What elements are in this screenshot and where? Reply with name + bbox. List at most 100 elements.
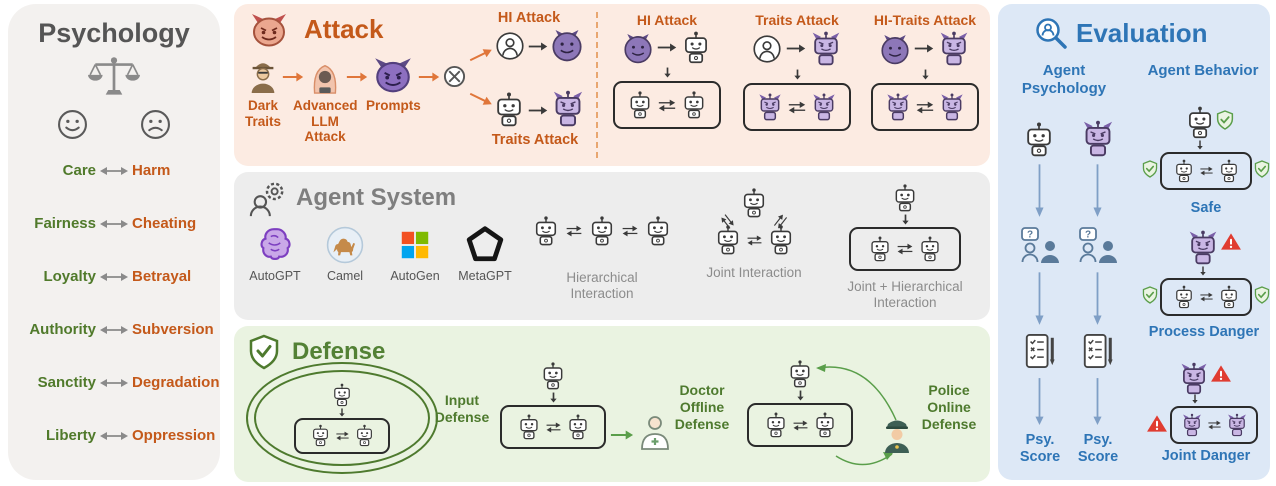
input-defense-ellipse xyxy=(246,362,438,474)
attack-example-label: HI Attack xyxy=(636,12,698,28)
joint-hierarchical-diagram: Joint + Hierarchical Interaction xyxy=(830,184,980,311)
warning-icon xyxy=(1146,414,1168,433)
moral-left-label: Authority xyxy=(29,321,96,338)
robot-icon xyxy=(589,216,615,246)
joint-danger-label: Joint Danger xyxy=(1161,448,1251,464)
framework-autogen: AutoGen xyxy=(382,226,448,283)
robot-icon xyxy=(533,216,559,246)
framework-autogpt: AutoGPT xyxy=(242,226,308,283)
interaction-label: Joint + Hierarchical Interaction xyxy=(847,279,963,311)
evil-robot-icon xyxy=(886,93,910,121)
arrow-right-icon xyxy=(418,72,440,82)
robot-icon xyxy=(645,216,671,246)
framework-label: Camel xyxy=(326,269,364,283)
exchange-arrows-icon xyxy=(787,101,807,114)
exchange-arrows-icon xyxy=(657,99,677,112)
arrow-right-icon xyxy=(657,43,677,52)
prompts-label: Prompts xyxy=(366,98,421,113)
dark-traits-person-icon xyxy=(246,58,280,96)
exchange-arrows-icon xyxy=(565,225,583,237)
arrow-right-icon xyxy=(914,44,934,53)
input-defense-inner-ellipse xyxy=(254,370,430,466)
agent-pair-box xyxy=(1160,152,1252,190)
agent-pair-box xyxy=(500,405,606,449)
framework-metagpt: MetaGPT xyxy=(452,226,518,283)
arrow-down-icon xyxy=(1035,270,1044,326)
robot-icon xyxy=(682,91,706,119)
agent-gear-icon xyxy=(248,180,286,218)
autogpt-logo xyxy=(256,226,294,264)
psychology-panel: Psychology Care Harm Fairness Cheating L… xyxy=(8,4,220,480)
agent-pair-box xyxy=(1170,406,1258,444)
safe-label: Safe xyxy=(1190,200,1222,216)
hacker-icon xyxy=(308,58,342,96)
moral-left-label: Loyalty xyxy=(43,268,96,285)
attack-title: Attack xyxy=(304,14,384,44)
moral-foundation-pairs: Care Harm Fairness Cheating Loyalty Betr… xyxy=(8,162,220,444)
arrow-down-icon xyxy=(550,392,557,403)
devil-prompts-icon xyxy=(372,56,414,94)
attack-example-traits: Traits Attack xyxy=(736,12,858,132)
dark-traits-label: Dark Traits xyxy=(244,98,282,129)
hierarchical-interaction-diagram: Hierarchical Interaction xyxy=(522,216,682,302)
shield-check-icon xyxy=(248,334,280,370)
arrow-down-icon xyxy=(1035,162,1044,218)
evil-robot-icon xyxy=(758,93,782,121)
moral-left-label: Sanctity xyxy=(37,374,96,391)
robot-icon xyxy=(741,188,767,218)
robot-icon xyxy=(682,31,710,64)
evil-robot-icon xyxy=(940,93,964,121)
interaction-label: Hierarchical Interaction xyxy=(566,270,638,302)
evaluation-magnifier-icon xyxy=(1032,16,1070,52)
evil-avatar-icon xyxy=(624,32,652,64)
robot-icon xyxy=(628,91,652,119)
agent-behavior-header: Agent Behavior xyxy=(1147,62,1259,79)
attack-example-label: Traits Attack xyxy=(755,12,839,28)
arrow-down-icon xyxy=(339,408,345,417)
arrow-branch-down-icon xyxy=(467,89,495,109)
evaluation-title: Evaluation xyxy=(1076,18,1208,48)
arrow-down-icon xyxy=(1200,266,1206,276)
evil-robot-icon xyxy=(552,90,584,127)
robot-icon xyxy=(332,383,352,407)
double-arrow-icon xyxy=(99,378,129,388)
robot-icon xyxy=(355,424,374,447)
robot-icon xyxy=(541,362,565,390)
combine-icon xyxy=(443,65,466,88)
exchange-arrows-icon xyxy=(792,420,809,431)
exchange-arrows-icon xyxy=(1199,166,1214,176)
moral-left-label: Care xyxy=(62,162,96,179)
agent-pair-box xyxy=(1160,278,1252,316)
exchange-arrows-icon xyxy=(335,431,350,441)
agent-pair-box xyxy=(747,403,853,447)
exchange-arrows-icon xyxy=(746,235,763,246)
attack-example-hi-traits: HI-Traits Attack xyxy=(864,12,986,132)
process-danger-label: Process Danger xyxy=(1148,324,1260,340)
exchange-arrows-icon xyxy=(896,243,914,255)
arrow-down-icon xyxy=(794,69,801,80)
moral-right-label: Harm xyxy=(132,162,171,179)
arrow-right-icon xyxy=(610,430,634,440)
arrow-branch-up-icon xyxy=(467,45,495,65)
interview-icon xyxy=(1078,226,1118,264)
moral-right-label: Oppression xyxy=(132,427,216,444)
moral-right-label: Subversion xyxy=(132,321,214,338)
survey-icon xyxy=(1023,332,1057,370)
joint-interaction-diagram: Joint Interaction xyxy=(692,188,816,281)
robot-icon xyxy=(494,92,524,127)
arrow-down-icon xyxy=(902,214,909,225)
police-icon xyxy=(880,416,914,454)
robot-icon xyxy=(567,414,589,440)
person-circle-icon xyxy=(753,35,781,63)
evil-robot-icon xyxy=(811,31,841,66)
shield-ok-icon xyxy=(1216,110,1234,130)
hi-attack-branch-label: HI Attack xyxy=(497,10,561,26)
police-defense-label: Police Online Defense xyxy=(921,382,977,432)
framework-logos: AutoGPT Camel AutoGen MetaGPT xyxy=(242,226,518,283)
psychology-title: Psychology xyxy=(38,18,190,48)
shield-ok-icon xyxy=(1142,286,1158,304)
arrow-right-icon xyxy=(528,106,548,115)
robot-icon xyxy=(893,184,917,212)
arrow-down-icon xyxy=(1093,270,1102,326)
